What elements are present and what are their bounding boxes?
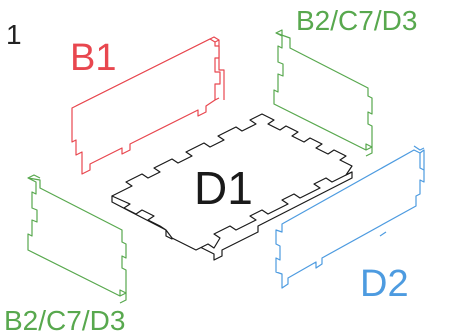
panel-side-bottom-left-face <box>27 177 127 297</box>
label-side-bottom-left: B2/C7/D3 <box>4 305 125 336</box>
panel-side-bottom-left <box>27 174 127 304</box>
label-b1: B1 <box>70 37 116 79</box>
label-d2: D2 <box>360 263 409 305</box>
panel-d1 <box>111 113 353 261</box>
step-number: 1 <box>6 19 22 50</box>
label-d1: D1 <box>194 162 253 214</box>
panel-b1-face <box>71 38 221 175</box>
panel-d2 <box>275 145 425 289</box>
panel-d2-face <box>275 149 425 289</box>
panel-side-top-right-face <box>273 32 373 151</box>
panel-d1-face <box>111 113 353 251</box>
label-side-top-right: B2/C7/D3 <box>296 5 417 36</box>
panel-b1 <box>71 36 225 175</box>
panel-side-top-right <box>273 29 373 157</box>
